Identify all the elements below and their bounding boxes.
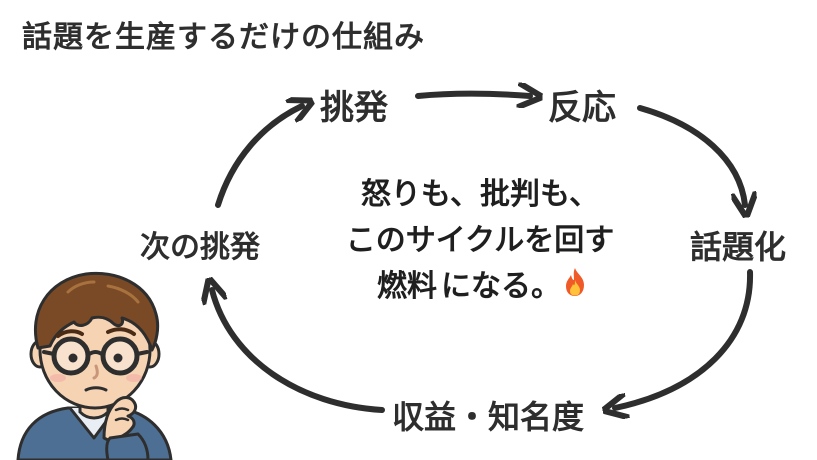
center-message: 怒りも、批判も、 このサイクルを回す 燃料になる。	[330, 172, 630, 311]
arrow-topic-to-revenue	[615, 269, 754, 408]
message-line-3: 燃料になる。	[330, 264, 630, 311]
page-title: 話題を生産するだけの仕組み	[22, 20, 425, 55]
message-line-3-rest: になる。	[441, 269, 561, 304]
message-line-2: このサイクルを回す	[345, 223, 615, 258]
arrow-reaction-to-topic	[637, 105, 745, 205]
highlight-fuel: 燃料	[373, 264, 441, 310]
fire-icon	[563, 265, 587, 311]
arrow-provoke-to-reaction	[415, 94, 530, 96]
node-topic: 話題化	[690, 228, 787, 266]
thinking-person-illustration	[16, 271, 173, 460]
arrow-next-to-provoke	[215, 106, 302, 208]
node-provoke: 挑発	[320, 88, 388, 128]
node-revenue: 収益・知名度	[392, 398, 585, 436]
arrow-revenue-to-next	[212, 290, 385, 413]
message-line-1: 怒りも、批判も、	[360, 177, 600, 212]
node-next-provoke: 次の挑発	[140, 230, 260, 265]
node-reaction: 反応	[548, 88, 616, 128]
